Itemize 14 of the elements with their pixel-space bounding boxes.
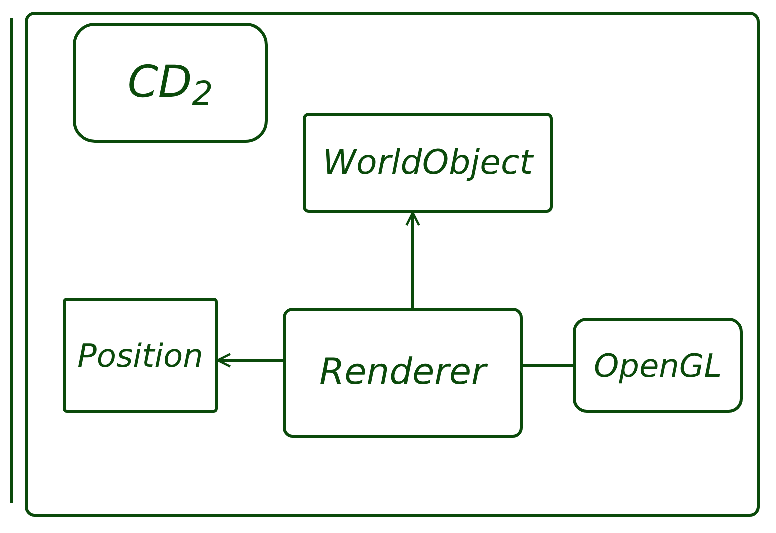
process-box (63, 298, 218, 413)
package-tab (73, 23, 268, 143)
arrow (216, 353, 283, 368)
node-label: Position (78, 340, 204, 372)
process-box (283, 308, 523, 438)
node-label: WorldObject (322, 146, 534, 180)
node-label: Renderer (320, 355, 486, 391)
frame-box (25, 12, 760, 517)
node-label: OpenGL (594, 350, 722, 382)
node-label: CD$_{2}$ (128, 61, 214, 105)
connector-line (523, 364, 573, 367)
process-box (573, 318, 743, 413)
arrow (406, 212, 420, 308)
process-box (303, 113, 553, 213)
